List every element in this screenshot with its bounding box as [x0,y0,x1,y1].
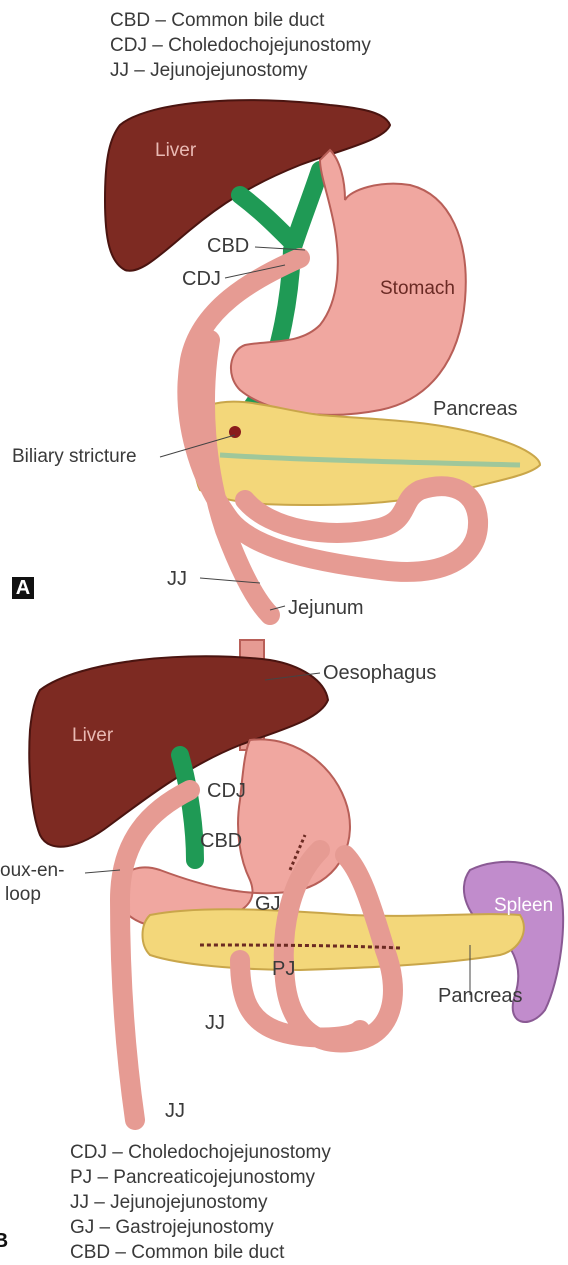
liver-label-b: Liver [72,725,113,747]
panel-a-badge: A [12,577,34,599]
legend-item: CDJ – Choledochojejunostomy [70,1140,331,1165]
legend-item: CDJ – Choledochojejunostomy [110,33,371,58]
panel-b-badge: B [0,1230,12,1252]
cbd-label-a: CBD [207,235,249,258]
liver-label-a: Liver [155,140,196,162]
pancreas-label-b: Pancreas [438,985,523,1008]
legend-panel-a: CBD – Common bile duct CDJ – Choledochoj… [110,8,371,83]
gj-label: GJ [255,893,281,916]
jj-label-a: JJ [167,568,187,591]
stomach-label: Stomach [380,278,455,300]
biliary-stricture-label: Biliary stricture [12,446,137,468]
jj-label-b2: JJ [165,1100,185,1123]
jj-label-b1: JJ [205,1012,225,1035]
legend-item: CBD – Common bile duct [110,8,371,33]
pancreas-shape-b [143,909,524,970]
roux-en-y-label-line1: oux-en- [0,860,64,882]
legend-item: JJ – Jejunojejunostomy [70,1190,331,1215]
cdj-label-a: CDJ [182,268,221,291]
pj-label: PJ [272,958,295,981]
legend-item: CBD – Common bile duct [70,1240,331,1265]
oesophagus-label: Oesophagus [323,662,436,685]
legend-item: PJ – Pancreaticojejunostomy [70,1165,331,1190]
legend-panel-b: CDJ – Choledochojejunostomy PJ – Pancrea… [70,1140,331,1265]
jejunum-label: Jejunum [288,597,364,620]
pancreas-label-a: Pancreas [433,398,518,421]
cbd-label-b: CBD [200,830,242,853]
bile-duct-b [180,755,195,860]
cdj-label-b: CDJ [207,780,246,803]
roux-en-y-label-line2: loop [5,884,41,906]
legend-item: JJ – Jejunojejunostomy [110,58,371,83]
legend-item: GJ – Gastrojejunostomy [70,1215,331,1240]
spleen-label: Spleen [494,895,553,917]
